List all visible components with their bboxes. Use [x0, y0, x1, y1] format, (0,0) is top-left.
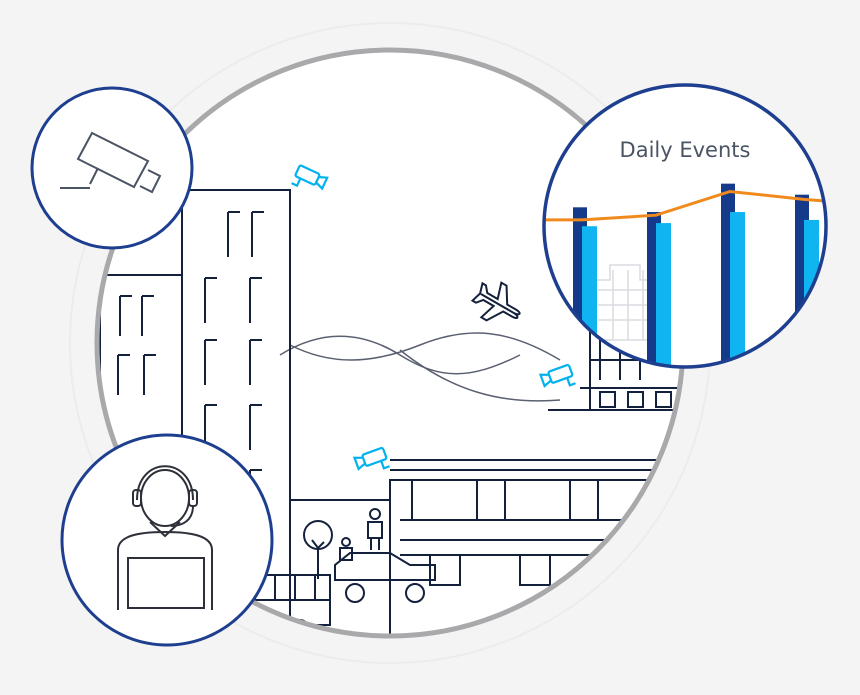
cctv-camera-icon: [538, 363, 576, 388]
trend-line: [544, 189, 826, 222]
camera-bubble: [30, 86, 194, 250]
airplane-icon: [470, 281, 521, 322]
pedestrian-icon: [339, 537, 353, 561]
operator-with-headset-icon: [117, 465, 213, 610]
chart-bubble-border: [542, 83, 828, 369]
chart-bars: [573, 183, 819, 365]
cctv-camera-icon: [291, 164, 329, 191]
hill-line: [279, 335, 521, 375]
car-icon: [334, 552, 436, 603]
bar-light: [804, 219, 819, 365]
bar-light: [656, 223, 671, 365]
cctv-camera-icon: [60, 131, 162, 194]
chart-bubble-fill: [544, 85, 826, 367]
chart-bubble: [542, 83, 828, 369]
hill-line: [399, 349, 561, 402]
hill-line: [289, 332, 561, 361]
chart-title: Daily Events: [619, 138, 751, 162]
pedestrian-icon: [367, 508, 383, 550]
cctv-camera-icon: [352, 446, 390, 471]
bar-light: [730, 212, 745, 365]
chart-background-building: [589, 264, 661, 341]
operator-bubble: [60, 433, 274, 647]
